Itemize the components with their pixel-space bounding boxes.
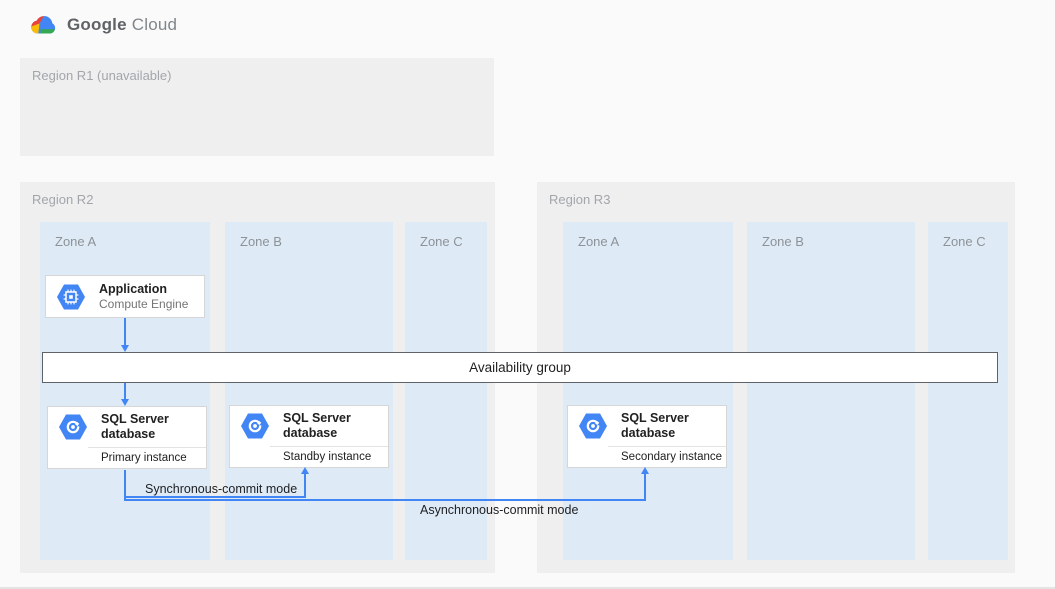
- sql-standby-card: SQL Server database Standby instance: [229, 405, 389, 468]
- logo-google: Google: [67, 15, 127, 34]
- region-r3-label: Region R3: [549, 192, 611, 207]
- region-r3-zone-a: Zone A: [563, 222, 733, 560]
- cloud-sql-icon: [578, 412, 608, 440]
- region-r3-zone-b: Zone B: [747, 222, 915, 560]
- page-bottom-divider: [0, 587, 1055, 589]
- secondary-instance-label: Secondary instance: [621, 451, 723, 463]
- sql-secondary-card: SQL Server database Secondary instance: [567, 405, 727, 468]
- application-card-title: Application: [99, 281, 168, 296]
- zone-label: Zone A: [55, 234, 97, 249]
- zone-label: Zone B: [240, 234, 282, 249]
- card-divider: [608, 446, 726, 447]
- card-divider: [270, 446, 388, 447]
- availability-group-label: Availability group: [469, 360, 571, 375]
- sql-card-title: SQL Server database: [101, 412, 169, 441]
- zone-label: Zone A: [578, 234, 620, 249]
- zone-label: Zone C: [943, 234, 986, 249]
- region-r2-zone-c: Zone C: [405, 222, 487, 560]
- sql-card-title: SQL Server database: [283, 411, 351, 440]
- sql-card-title: SQL Server database: [621, 411, 689, 440]
- async-commit-label: Asynchronous-commit mode: [420, 503, 579, 517]
- cloud-sql-icon: [58, 413, 88, 441]
- region-r2-label: Region R2: [32, 192, 94, 207]
- region-r1-box: Region R1 (unavailable): [20, 58, 494, 156]
- region-r1-label: Region R1 (unavailable): [32, 68, 172, 83]
- zone-label: Zone B: [762, 234, 804, 249]
- region-r2-zone-a: Zone A: [40, 222, 210, 560]
- region-r3-zone-c: Zone C: [928, 222, 1008, 560]
- availability-group-bar: Availability group: [42, 352, 998, 383]
- region-r2-zone-b: Zone B: [225, 222, 393, 560]
- zone-label: Zone C: [420, 234, 463, 249]
- card-divider: [88, 447, 206, 448]
- primary-instance-label: Primary instance: [101, 452, 187, 464]
- application-card: Application Compute Engine: [45, 275, 205, 318]
- logo-cloud: Cloud: [131, 15, 178, 34]
- cloud-sql-icon: [240, 412, 270, 440]
- compute-engine-icon: [56, 283, 86, 311]
- sync-commit-label: Synchronous-commit mode: [145, 482, 298, 496]
- google-cloud-icon: [30, 14, 58, 36]
- sql-primary-card: SQL Server database Primary instance: [47, 406, 207, 469]
- application-card-subtitle: Compute Engine: [99, 296, 189, 311]
- standby-instance-label: Standby instance: [283, 451, 372, 463]
